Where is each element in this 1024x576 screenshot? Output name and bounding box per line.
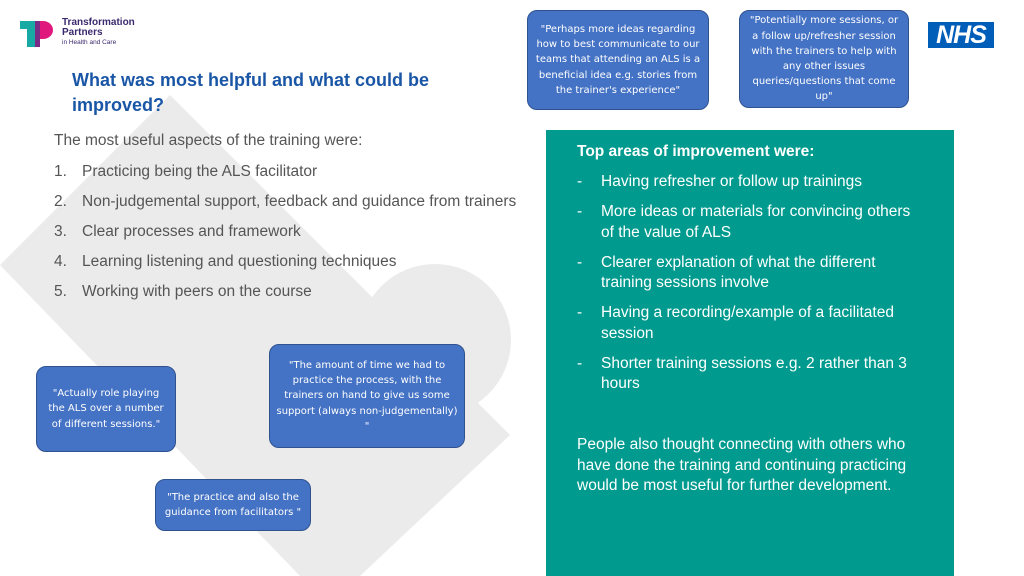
- list-item-text: Practicing being the ALS facilitator: [82, 163, 318, 180]
- list-item: -Having a recording/example of a facilit…: [577, 303, 927, 344]
- quote-text: "Actually role playing the ALS over a nu…: [48, 388, 164, 430]
- list-item: 3.Clear processes and framework: [54, 223, 301, 240]
- quote-bubble-refresher: "Potentially more sessions, or a follow …: [739, 10, 909, 108]
- quote-text: "The practice and also the guidance from…: [164, 491, 302, 518]
- list-item-text: Working with peers on the course: [82, 283, 312, 300]
- list-item-text: Learning listening and questioning techn…: [82, 253, 397, 270]
- useful-list: 1.Practicing being the ALS facilitator 2…: [54, 162, 524, 312]
- list-item-text: Non-judgemental support, feedback and gu…: [82, 193, 517, 210]
- org-name-line2: Partners: [62, 27, 103, 38]
- org-logo-mark: [20, 18, 56, 48]
- quote-text: "The amount of time we had to practice t…: [276, 359, 458, 432]
- quote-bubble-role-playing: "Actually role playing the ALS over a nu…: [36, 366, 176, 452]
- list-item: -More ideas or materials for convincing …: [577, 202, 927, 243]
- improvement-footer: People also thought connecting with othe…: [577, 436, 907, 494]
- list-item-text: Clearer explanation of what the differen…: [601, 253, 876, 292]
- list-item: -Shorter training sessions e.g. 2 rather…: [577, 354, 927, 395]
- org-name-line3: in Health and Care: [62, 39, 117, 46]
- list-item: 4.Learning listening and questioning tec…: [54, 253, 397, 270]
- list-item-text: Shorter training sessions e.g. 2 rather …: [601, 354, 907, 393]
- useful-intro: The most useful aspects of the training …: [54, 132, 363, 149]
- list-item-text: Having a recording/example of a facilita…: [601, 304, 894, 342]
- improvement-list: -Having refresher or follow up trainings…: [577, 172, 927, 404]
- quote-bubble-practice-time: "The amount of time we had to practice t…: [269, 344, 465, 448]
- list-item: 2.Non-judgemental support, feedback and …: [54, 193, 517, 210]
- page-title: What was most helpful and what could be …: [72, 70, 430, 115]
- list-item-text: Clear processes and framework: [82, 223, 301, 240]
- list-item-text: More ideas or materials for convincing o…: [601, 203, 911, 241]
- list-item: -Having refresher or follow up trainings: [577, 172, 927, 193]
- list-item: 1.Practicing being the ALS facilitator: [54, 163, 318, 180]
- improvement-panel: [546, 130, 954, 576]
- quote-text: "Perhaps more ideas regarding how to bes…: [535, 23, 701, 96]
- org-name-line1: Transformation: [62, 17, 135, 28]
- quote-bubble-communicate: "Perhaps more ideas regarding how to bes…: [527, 10, 709, 110]
- quote-text: "Potentially more sessions, or a follow …: [749, 15, 899, 103]
- nhs-logo: NHS: [928, 22, 994, 48]
- quote-bubble-guidance: "The practice and also the guidance from…: [155, 479, 311, 531]
- list-item-text: Having refresher or follow up trainings: [601, 173, 863, 190]
- list-item: -Clearer explanation of what the differe…: [577, 253, 927, 294]
- list-item: 5.Working with peers on the course: [54, 283, 312, 300]
- improvement-title: Top areas of improvement were:: [577, 143, 815, 160]
- org-logo: Transformation Partners in Health and Ca…: [20, 18, 135, 48]
